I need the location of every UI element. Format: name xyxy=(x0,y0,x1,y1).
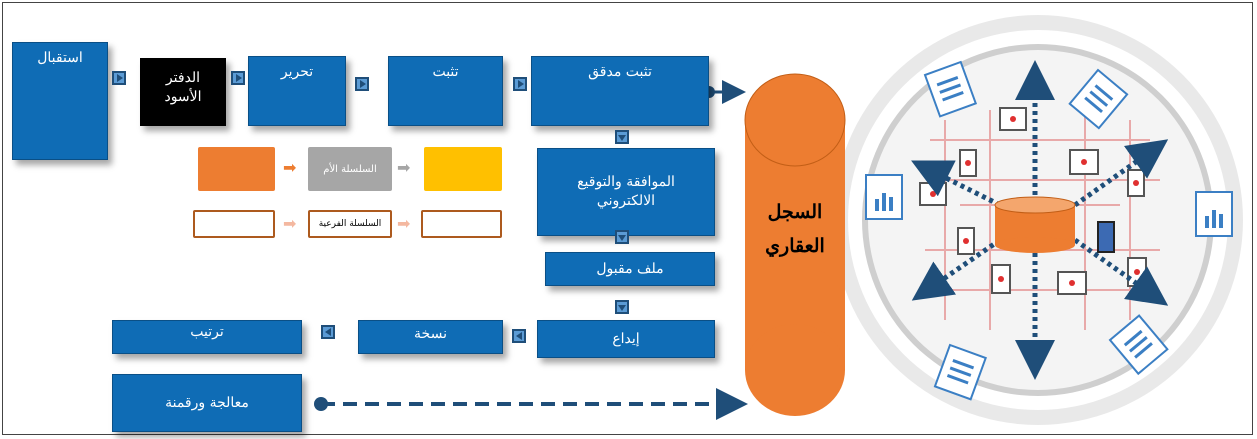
ordering-label: ترتيب xyxy=(190,324,224,340)
down-arrow-connector-icon xyxy=(615,230,629,244)
document-icons xyxy=(865,60,1233,401)
right-arrow-connector-icon xyxy=(231,71,245,85)
accepted-file-label: ملف مقبول xyxy=(596,260,664,277)
document-chart-icon xyxy=(1195,191,1233,237)
black-ledger-label: الدفتر الأسود xyxy=(164,70,202,105)
right-arrow-connector-icon xyxy=(355,77,369,91)
reception-box: استقبال xyxy=(12,42,108,160)
database-icon xyxy=(994,196,1076,253)
down-arrow-connector-icon xyxy=(615,130,629,144)
processing-label: معالجة ورقمنة xyxy=(165,394,249,411)
radial-arrows xyxy=(911,60,1169,380)
ordering-box: ترتيب xyxy=(112,320,302,354)
processing-box: معالجة ورقمنة xyxy=(112,374,302,432)
legend-arrow-icon: ➡ xyxy=(397,158,411,177)
left-arrow-connector-icon xyxy=(321,325,335,339)
legend-sub-chain-label: السلسلة الفرعية xyxy=(318,219,382,229)
verification-box: تثبت xyxy=(388,56,503,126)
computer-monitor-icon xyxy=(1069,149,1099,175)
legend-arrow-icon: ➡ xyxy=(397,214,411,233)
registry-label: السجل العقاري xyxy=(765,201,825,257)
deposit-label: إيداع xyxy=(612,330,640,347)
copy-box: نسخة xyxy=(358,320,503,354)
deposit-box: إيداع xyxy=(537,320,715,358)
document-chart-icon xyxy=(1068,68,1129,130)
document-chart-icon xyxy=(923,60,978,118)
legend-outline-yellow xyxy=(421,210,502,238)
black-ledger-box: الدفتر الأسود xyxy=(140,58,226,126)
legend-arrow-icon: ➡ xyxy=(283,158,297,177)
copy-label: نسخة xyxy=(414,326,447,342)
approval-label: الموافقة والتوقيع الالكتروني xyxy=(577,174,675,209)
legend-arrow-icon: ➡ xyxy=(283,214,297,233)
verification-label: تثبت xyxy=(432,64,459,80)
audited-verification-label: تثبت مدقق xyxy=(588,64,652,80)
registry-cylinder xyxy=(744,73,846,416)
accepted-file-box: ملف مقبول xyxy=(545,252,715,286)
document-chart-icon xyxy=(865,174,903,220)
legend-parent-chain-label: السلسلة الأم xyxy=(323,163,377,175)
legend-sub-chain: السلسلة الفرعية xyxy=(308,210,392,238)
dashed-arrow-processing xyxy=(314,388,748,420)
mobile-device-icon xyxy=(1097,221,1115,253)
legend-outline-orange xyxy=(193,210,275,238)
editing-box: تحرير xyxy=(248,56,346,126)
right-arrow-connector-icon xyxy=(112,71,126,85)
approval-box: الموافقة والتوقيع الالكتروني xyxy=(537,148,715,236)
document-chart-icon xyxy=(933,343,987,401)
document-chart-icon xyxy=(1108,314,1169,376)
legend-yellow-swatch xyxy=(424,147,502,191)
left-arrow-connector-icon xyxy=(512,329,526,343)
reception-label: استقبال xyxy=(37,50,83,66)
down-arrow-connector-icon xyxy=(615,300,629,314)
legend-orange-swatch xyxy=(198,147,275,191)
editing-label: تحرير xyxy=(280,64,314,80)
audited-verification-box: تثبت مدقق xyxy=(531,56,709,126)
legend-parent-chain: السلسلة الأم xyxy=(308,147,392,191)
right-arrow-connector-icon xyxy=(513,77,527,91)
